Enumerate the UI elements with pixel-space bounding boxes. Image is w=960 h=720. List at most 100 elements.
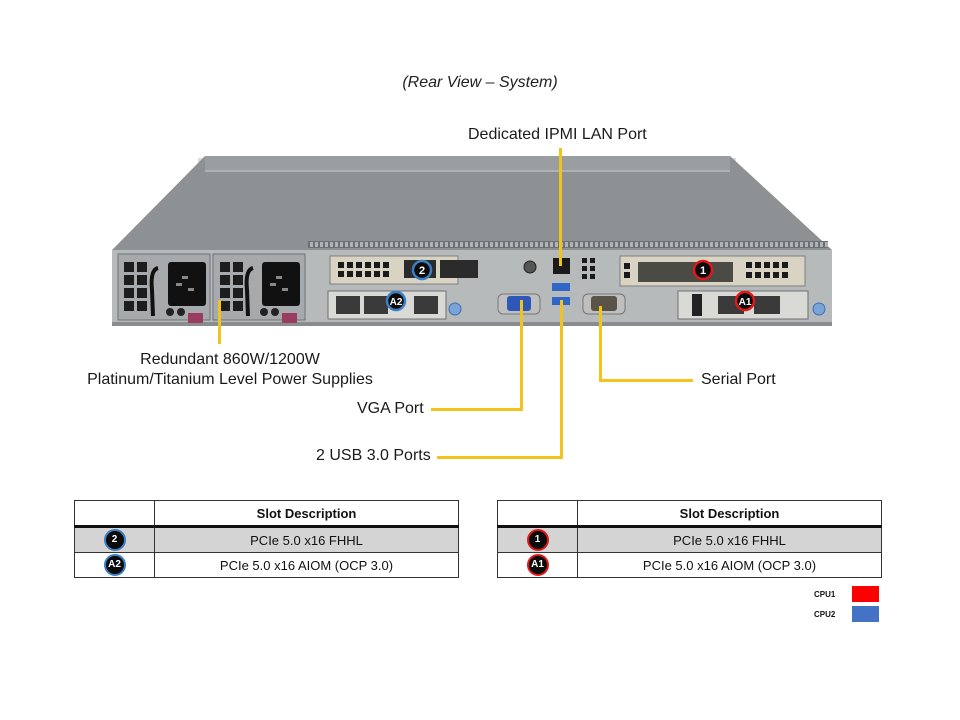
table-row: A2 PCIe 5.0 x16 AIOM (OCP 3.0) bbox=[74, 552, 459, 578]
vent-slot bbox=[545, 242, 548, 247]
vga-port bbox=[507, 296, 531, 311]
vent-slot bbox=[530, 242, 533, 247]
vent-slot bbox=[395, 242, 398, 247]
serial-port bbox=[591, 296, 617, 311]
svg-text:2: 2 bbox=[419, 265, 425, 277]
vent-slot bbox=[645, 242, 648, 247]
vent-slot bbox=[330, 242, 333, 247]
aiom-slot-a2 bbox=[327, 290, 462, 320]
diagram-title: (Rear View – System) bbox=[402, 74, 558, 91]
slot-description: PCIe 5.0 x16 FHHL bbox=[154, 526, 459, 553]
vent-slot bbox=[750, 242, 753, 247]
vent-slot bbox=[745, 242, 748, 247]
vent-slot bbox=[650, 242, 653, 247]
slot-badge: 1 bbox=[526, 529, 549, 551]
vent-slot bbox=[505, 242, 508, 247]
vent-slot bbox=[635, 242, 638, 247]
usb-port-1 bbox=[552, 283, 570, 291]
vent-slot bbox=[415, 242, 418, 247]
vent-slot bbox=[550, 242, 553, 247]
vent-slot bbox=[515, 242, 518, 247]
vent-slot bbox=[325, 242, 328, 247]
vent-slot bbox=[405, 242, 408, 247]
vent-slot bbox=[615, 242, 618, 247]
ac-inlet-1 bbox=[168, 262, 206, 306]
vent-slot bbox=[685, 242, 688, 247]
vent-slot bbox=[555, 242, 558, 247]
vent-slot bbox=[660, 242, 663, 247]
vent-slot bbox=[420, 242, 423, 247]
vent-slot bbox=[335, 242, 338, 247]
vent-slot bbox=[820, 242, 823, 247]
vent-slot bbox=[595, 242, 598, 247]
vent-slot bbox=[570, 242, 573, 247]
label-usb-ports: 2 USB 3.0 Ports bbox=[316, 447, 431, 464]
vent-slot bbox=[755, 242, 758, 247]
vent-slot bbox=[710, 242, 713, 247]
vent-slot bbox=[540, 242, 543, 247]
vent-slot bbox=[800, 242, 803, 247]
vent-slot bbox=[315, 242, 318, 247]
vent-slot bbox=[585, 242, 588, 247]
vent-slot bbox=[730, 242, 733, 247]
power-supply-2 bbox=[212, 253, 306, 323]
callout-line-vga-vertical bbox=[520, 300, 523, 411]
psu-release-tab-2 bbox=[282, 313, 297, 323]
table-header-row: Slot Description bbox=[497, 500, 882, 528]
vent-slot bbox=[365, 242, 368, 247]
legend-label-cpu1: CPU1 bbox=[814, 590, 836, 599]
label-ipmi-lan-port: Dedicated IPMI LAN Port bbox=[468, 126, 647, 143]
vent-slot bbox=[815, 242, 818, 247]
rj45-port bbox=[364, 296, 388, 314]
vent-slot bbox=[510, 242, 513, 247]
vent-slot bbox=[520, 242, 523, 247]
slot-badge: A2 bbox=[103, 554, 126, 576]
slot-table-cpu2: Slot Description 2 PCIe 5.0 x16 FHHL A2 … bbox=[74, 500, 459, 578]
top-cover bbox=[112, 156, 832, 250]
table-row: A1 PCIe 5.0 x16 AIOM (OCP 3.0) bbox=[497, 552, 882, 578]
vent-slot bbox=[600, 242, 603, 247]
vent-slot bbox=[640, 242, 643, 247]
vent-slot bbox=[825, 242, 828, 247]
vent-slot bbox=[780, 242, 783, 247]
vent-slot bbox=[790, 242, 793, 247]
center-io bbox=[497, 258, 626, 315]
svg-text:1: 1 bbox=[700, 265, 706, 277]
badge-slot-2: 2 bbox=[411, 259, 433, 281]
vent-slot bbox=[690, 242, 693, 247]
vent-slot bbox=[485, 242, 488, 247]
callout-line-serial-vertical bbox=[599, 306, 602, 382]
vent-slot bbox=[430, 242, 433, 247]
vent-slot bbox=[475, 242, 478, 247]
label-psu-line1: Redundant 860W/1200W bbox=[140, 351, 320, 368]
callout-line-serial-horizontal bbox=[599, 379, 693, 382]
vent-slot bbox=[705, 242, 708, 247]
vent-slot bbox=[495, 242, 498, 247]
table-row: 2 PCIe 5.0 x16 FHHL bbox=[74, 526, 459, 553]
ipmi-lan-port bbox=[553, 258, 570, 274]
vent-slot bbox=[775, 242, 778, 247]
table-header: Slot Description bbox=[577, 500, 882, 528]
vent-slot bbox=[350, 242, 353, 247]
vent-slot bbox=[380, 242, 383, 247]
vent-slot bbox=[410, 242, 413, 247]
rj45-port bbox=[754, 296, 780, 314]
label-psu-line2: Platinum/Titanium Level Power Supplies bbox=[87, 371, 373, 388]
vent-slot bbox=[795, 242, 798, 247]
callout-line-psu bbox=[218, 300, 221, 344]
vent-slot bbox=[370, 242, 373, 247]
ac-inlet-2 bbox=[262, 262, 300, 306]
vent-slot bbox=[500, 242, 503, 247]
badge-slot-1: 1 bbox=[692, 259, 714, 281]
vent-slot bbox=[625, 242, 628, 247]
table-header-row: Slot Description bbox=[74, 500, 459, 528]
vent-slot bbox=[465, 242, 468, 247]
vent-slot bbox=[320, 242, 323, 247]
vent-slot bbox=[425, 242, 428, 247]
vent-slot bbox=[575, 242, 578, 247]
vent-slot bbox=[610, 242, 613, 247]
vent-slot bbox=[460, 242, 463, 247]
vent-slot bbox=[700, 242, 703, 247]
vent-slot bbox=[490, 242, 493, 247]
